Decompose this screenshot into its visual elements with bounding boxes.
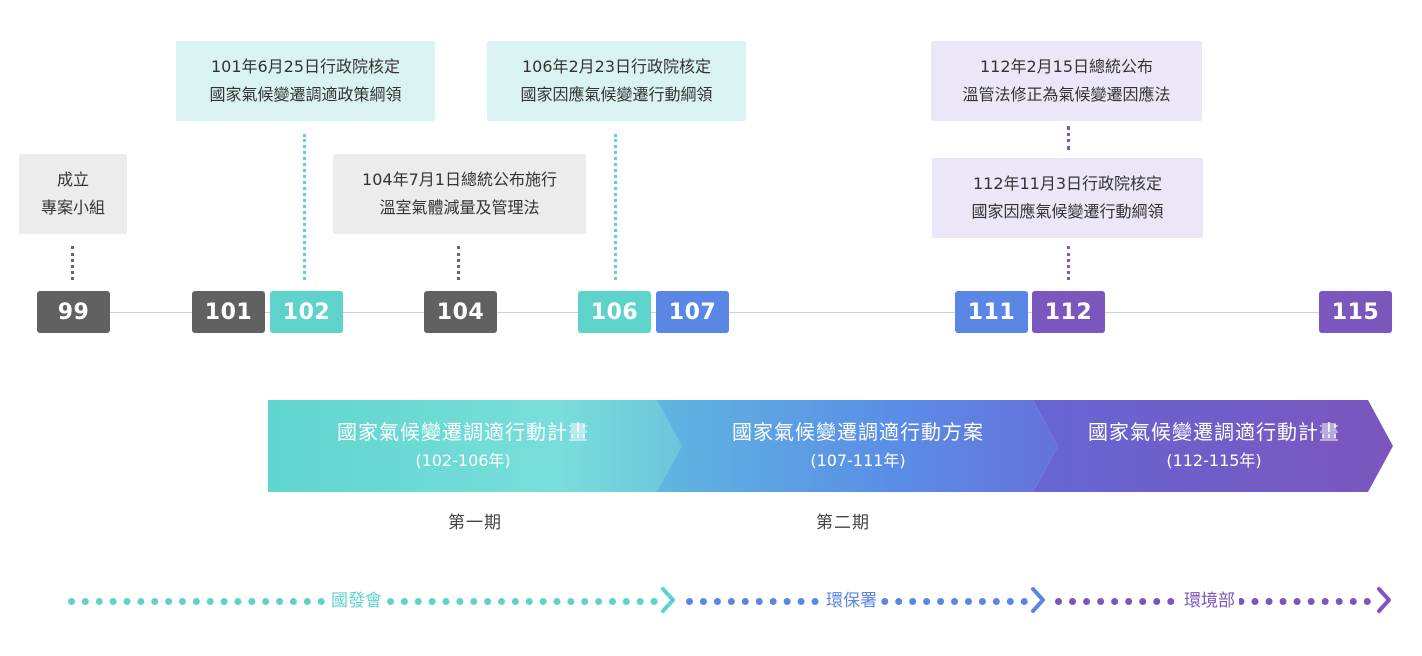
event-99-line1: 成立 — [56, 170, 89, 189]
phase-1-shape — [268, 400, 682, 492]
year-marker-111: 111 — [955, 291, 1028, 333]
event-112a-line1: 112年2月15日總統公布 — [979, 57, 1154, 76]
event-106-line2: 國家因應氣候變遷行動綱領 — [520, 85, 713, 104]
agency-label-ndc: 國發會 — [327, 589, 386, 613]
phase-1-label: 國家氣候變遷調適行動計畫 (102-106年) — [268, 400, 658, 492]
year-marker-99: 99 — [37, 291, 110, 333]
year-marker-107: 107 — [656, 291, 729, 333]
phase-3-shape — [1033, 400, 1393, 492]
agency-label-epa: 環保署 — [822, 589, 881, 613]
period-label-2: 第二期 — [816, 513, 870, 533]
phase-2-title: 國家氣候變遷調適行動方案 — [732, 420, 984, 444]
year-marker-102: 102 — [270, 291, 343, 333]
agency-label-moenv: 環境部 — [1180, 589, 1239, 613]
agency-chevron-2-icon — [1031, 587, 1045, 613]
period-label-1: 第一期 — [448, 513, 502, 533]
phase-2-shape — [655, 400, 1058, 492]
event-106-line1: 106年2月23日行政院核定 — [521, 57, 712, 76]
phase-1-range: (102-106年) — [415, 451, 511, 470]
connector-99 — [71, 246, 74, 280]
event-box-101: 101年6月25日行政院核定 國家氣候變遷調適政策綱領 — [176, 41, 435, 121]
event-box-112-feb: 112年2月15日總統公布 溫管法修正為氣候變遷因應法 — [931, 41, 1202, 121]
agency-chevron-1-icon — [661, 587, 675, 613]
connector-102 — [303, 134, 306, 280]
agency-chevron-3-icon — [1377, 587, 1391, 613]
phase-3-label: 國家氣候變遷調適行動計畫 (112-115年) — [1048, 400, 1380, 492]
phase-2-label: 國家氣候變遷調適行動方案 (107-111年) — [672, 400, 1044, 492]
event-box-104: 104年7月1日總統公布施行 溫室氣體減量及管理法 — [333, 154, 586, 234]
event-box-106: 106年2月23日行政院核定 國家因應氣候變遷行動綱領 — [487, 41, 746, 121]
year-marker-115: 115 — [1319, 291, 1392, 333]
connector-112-between — [1067, 126, 1070, 150]
year-marker-104: 104 — [424, 291, 497, 333]
connector-104 — [457, 246, 460, 280]
event-99-line2: 專案小組 — [40, 198, 105, 217]
connector-106 — [614, 134, 617, 280]
event-112b-line2: 國家因應氣候變遷行動綱領 — [971, 202, 1164, 221]
event-104-line2: 溫室氣體減量及管理法 — [379, 198, 540, 217]
year-marker-112: 112 — [1032, 291, 1105, 333]
phase-3-range: (112-115年) — [1166, 451, 1262, 470]
event-box-112-nov: 112年11月3日行政院核定 國家因應氣候變遷行動綱領 — [932, 158, 1203, 238]
event-box-99: 成立 專案小組 — [19, 154, 127, 234]
event-104-line1: 104年7月1日總統公布施行 — [362, 170, 557, 189]
phase-1-title: 國家氣候變遷調適行動計畫 — [337, 420, 589, 444]
event-101-line2: 國家氣候變遷調適政策綱領 — [209, 85, 402, 104]
event-101-line1: 101年6月25日行政院核定 — [210, 57, 401, 76]
year-marker-106: 106 — [578, 291, 651, 333]
event-112a-line2: 溫管法修正為氣候變遷因應法 — [962, 85, 1171, 104]
phase-2-range: (107-111年) — [810, 451, 906, 470]
phase-3-title: 國家氣候變遷調適行動計畫 — [1088, 420, 1340, 444]
year-marker-101: 101 — [192, 291, 265, 333]
connector-112 — [1067, 246, 1070, 280]
event-112b-line1: 112年11月3日行政院核定 — [972, 174, 1163, 193]
